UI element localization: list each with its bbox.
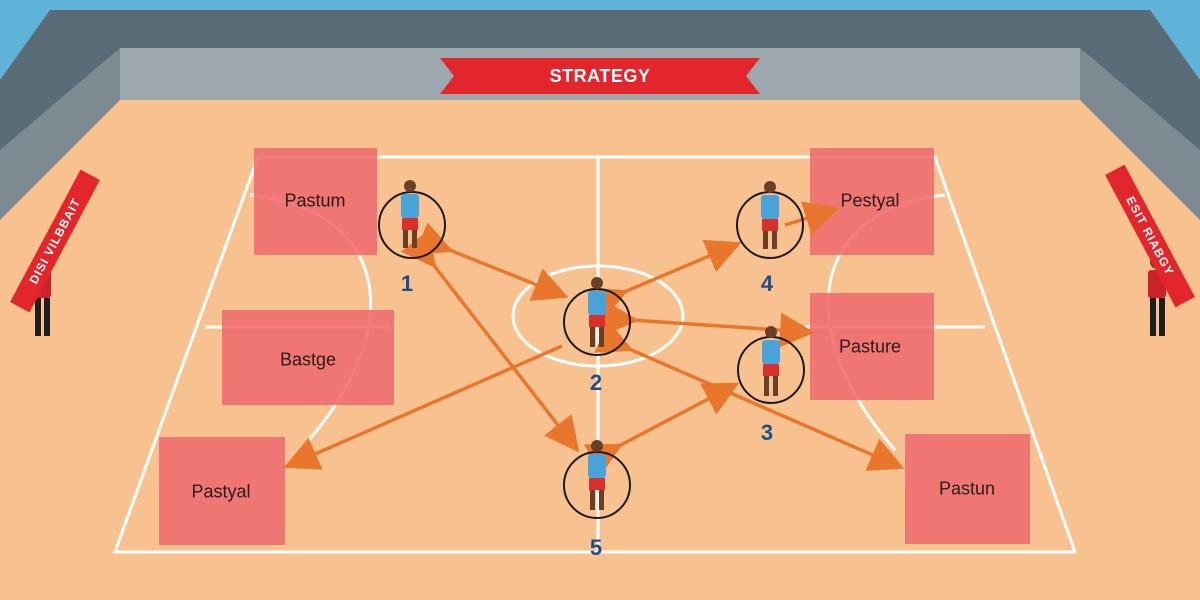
banner-title: STRATEGY (549, 66, 651, 86)
arrow-2-to-pastun (594, 320, 905, 471)
zone-label-pastun: Pastun (938, 478, 996, 499)
zone-label-pastyal: Pastyal (191, 481, 251, 502)
player-1 (378, 180, 446, 259)
player-4 (736, 181, 804, 259)
zone-label-bastge: Bastge (279, 349, 337, 370)
arrow-4-to-pestyal (784, 201, 840, 236)
player-number-5: 5 (589, 535, 603, 560)
left-wall (0, 48, 120, 230)
arrow-2-to-4 (589, 239, 742, 321)
zone-label-pestyal: Pestyal (840, 190, 900, 211)
zone-box-pastun (905, 434, 1030, 544)
pass-arrows (283, 201, 905, 476)
zone-box-pastum (254, 148, 377, 255)
player-number-2: 2 (589, 370, 603, 395)
zone-box-bastge (222, 310, 394, 405)
zone-label-pastum: Pastum (284, 190, 346, 211)
zone-box-pastyal (159, 437, 285, 545)
player-3 (737, 326, 805, 404)
banner-ribbon-shape (440, 58, 760, 94)
player-number-4: 4 (760, 271, 774, 296)
player-number-3: 3 (760, 420, 774, 445)
zone-label-pasture: Pasture (838, 336, 902, 357)
strategy-banner: STRATEGY (440, 58, 760, 94)
arrow-2-to-pastyal (283, 344, 563, 470)
player-5 (563, 440, 631, 519)
player-number-1: 1 (400, 271, 414, 296)
right-wall (1080, 48, 1200, 230)
zone-box-pestyal (810, 148, 934, 255)
arrow-1-to-5 (401, 230, 580, 453)
arrow-5-to-3 (584, 382, 740, 476)
player-2 (563, 277, 631, 356)
